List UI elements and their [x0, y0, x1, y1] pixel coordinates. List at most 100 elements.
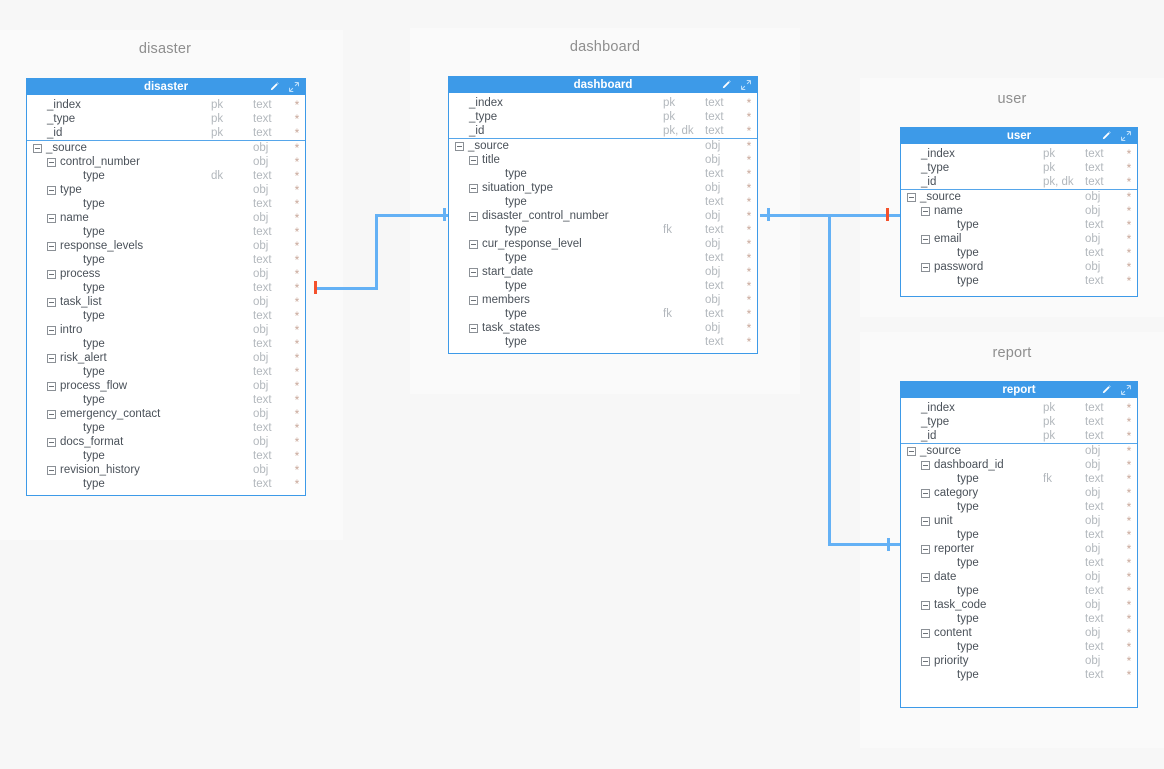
resize-handle-disaster[interactable] [302, 492, 305, 495]
minus-box-icon[interactable] [921, 516, 930, 526]
minus-box-icon[interactable] [469, 155, 478, 165]
expand-icon[interactable] [288, 81, 300, 93]
minus-box-icon[interactable] [921, 488, 930, 498]
minus-box-icon[interactable] [907, 192, 916, 202]
minus-box-icon[interactable] [907, 446, 916, 456]
minus-box-icon[interactable] [47, 185, 56, 195]
minus-box-icon[interactable] [921, 206, 930, 216]
minus-box-icon[interactable] [47, 241, 56, 251]
minus-box-icon[interactable] [921, 572, 930, 582]
expand-icon[interactable] [740, 79, 752, 91]
pencil-icon[interactable] [720, 79, 732, 91]
minus-box-icon[interactable] [455, 141, 464, 151]
minus-box-icon[interactable] [921, 234, 930, 244]
minus-box-icon[interactable] [921, 262, 930, 272]
expand-icon[interactable] [1120, 384, 1132, 396]
minus-box-icon[interactable] [921, 628, 930, 638]
entity-header-user[interactable]: user [901, 127, 1137, 144]
resize-handle-dashboard[interactable] [754, 350, 757, 353]
minus-box-icon[interactable] [469, 183, 478, 193]
minus-box-icon[interactable] [921, 544, 930, 554]
minus-box-icon[interactable] [47, 213, 56, 223]
minus-box-icon[interactable] [921, 600, 930, 610]
entity-header-dashboard[interactable]: dashboard [449, 76, 757, 93]
resize-handle-user[interactable] [1134, 293, 1137, 296]
minus-box-icon[interactable] [469, 239, 478, 249]
minus-box-icon[interactable] [47, 465, 56, 475]
minus-box-icon[interactable] [47, 437, 56, 447]
minus-box-icon[interactable] [921, 656, 930, 666]
minus-box-icon[interactable] [47, 297, 56, 307]
pencil-icon[interactable] [1100, 130, 1112, 142]
minus-box-icon[interactable] [47, 325, 56, 335]
minus-box-icon[interactable] [469, 295, 478, 305]
minus-box-icon[interactable] [47, 409, 56, 419]
minus-box-icon[interactable] [47, 157, 56, 167]
